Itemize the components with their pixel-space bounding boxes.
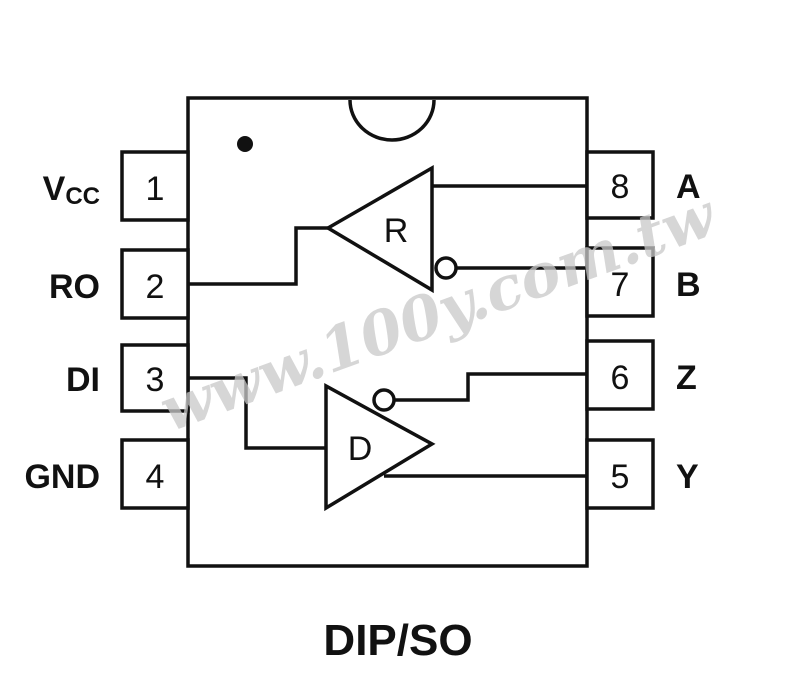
wire-z-output [394, 372, 587, 402]
pin-5-number: 5 [611, 458, 630, 496]
pin-1-number: 1 [146, 170, 165, 208]
pin-4-box [120, 438, 190, 510]
pin-3-label: DI [66, 361, 100, 399]
driver-label: D [348, 430, 373, 468]
pin-1-label: VCC [43, 170, 100, 210]
pin-3-number: 3 [146, 361, 165, 399]
pin-5-box [585, 438, 655, 510]
pin-8-label: A [676, 168, 701, 206]
pin1-indicator-dot [237, 136, 253, 152]
pin-6-box [585, 339, 655, 411]
package-label: DIP/SO [323, 616, 472, 665]
pin-1-box [120, 150, 190, 222]
wire-ro-output [188, 226, 328, 286]
pin-2-number: 2 [146, 268, 165, 306]
orientation-notch [348, 99, 436, 142]
chip-body [186, 96, 589, 568]
pin-8-number: 8 [611, 168, 630, 206]
pin-4-label: GND [24, 458, 100, 496]
pin-5-label: Y [676, 458, 699, 496]
pin-7-label: B [676, 266, 701, 304]
pin-8-box [585, 150, 655, 220]
pin-7-number: 7 [611, 266, 630, 304]
pin-4-number: 4 [146, 458, 165, 496]
pin-2-label: RO [49, 268, 100, 306]
receiver-triangle [324, 164, 434, 294]
wire-di-input [188, 376, 326, 450]
pin-6-number: 6 [611, 359, 630, 397]
pin-7-box [585, 246, 655, 318]
driver-inverting-bubble [372, 388, 396, 412]
pin-6-label: Z [676, 359, 697, 397]
pin-2-box [120, 248, 190, 320]
receiver-label: R [384, 212, 409, 250]
